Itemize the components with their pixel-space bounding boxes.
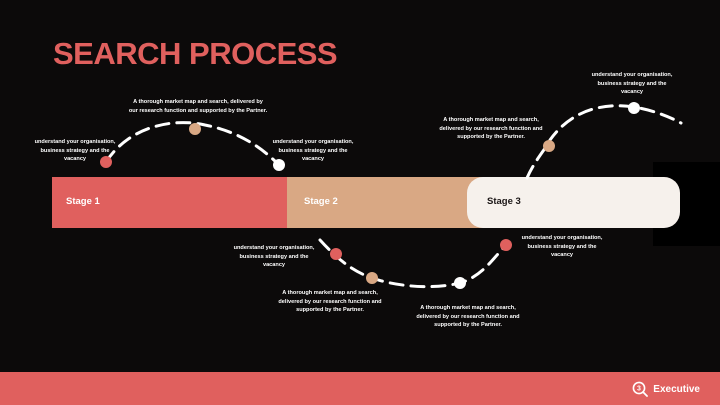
upper-left-path: [104, 121, 281, 167]
magnifier-3-icon: 3: [632, 381, 649, 397]
milestone-dot: [500, 239, 512, 251]
note-stage1-left: understand your organisation, business s…: [34, 139, 116, 162]
lower-path: [318, 238, 507, 289]
footer-bar: 3 Executive: [0, 372, 720, 405]
svg-text:3: 3: [637, 386, 641, 393]
note-lower-bottom: A thorough market map and search, delive…: [416, 305, 520, 328]
stage-3-label: Stage 3: [487, 196, 521, 207]
note-lower-left: understand your organisation, business s…: [233, 245, 315, 268]
milestone-dot: [330, 248, 342, 260]
milestone-dot: [454, 277, 466, 289]
note-stage2-top: understand your organisation, business s…: [272, 139, 354, 162]
brand-logo: 3 Executive: [632, 381, 700, 397]
stage-3-bar: [467, 177, 680, 228]
brand-name: Executive: [653, 383, 700, 395]
stage-1-bar: [52, 177, 312, 228]
milestone-dot: [366, 272, 378, 284]
note-lower-right: understand your organisation, business s…: [521, 235, 603, 258]
note-stage1-top: A thorough market map and search, delive…: [128, 99, 268, 114]
note-stage3-top: understand your organisation, business s…: [591, 72, 673, 95]
page-title: SEARCH PROCESS: [53, 36, 338, 71]
milestone-dot: [628, 102, 640, 114]
milestone-dot: [189, 123, 201, 135]
note-stage3-mid: A thorough market map and search, delive…: [439, 117, 543, 140]
stage-1-label: Stage 1: [66, 196, 100, 207]
stage-2-label: Stage 2: [304, 196, 338, 207]
note-lower-mid: A thorough market map and search, delive…: [278, 290, 382, 313]
milestone-dot: [543, 140, 555, 152]
